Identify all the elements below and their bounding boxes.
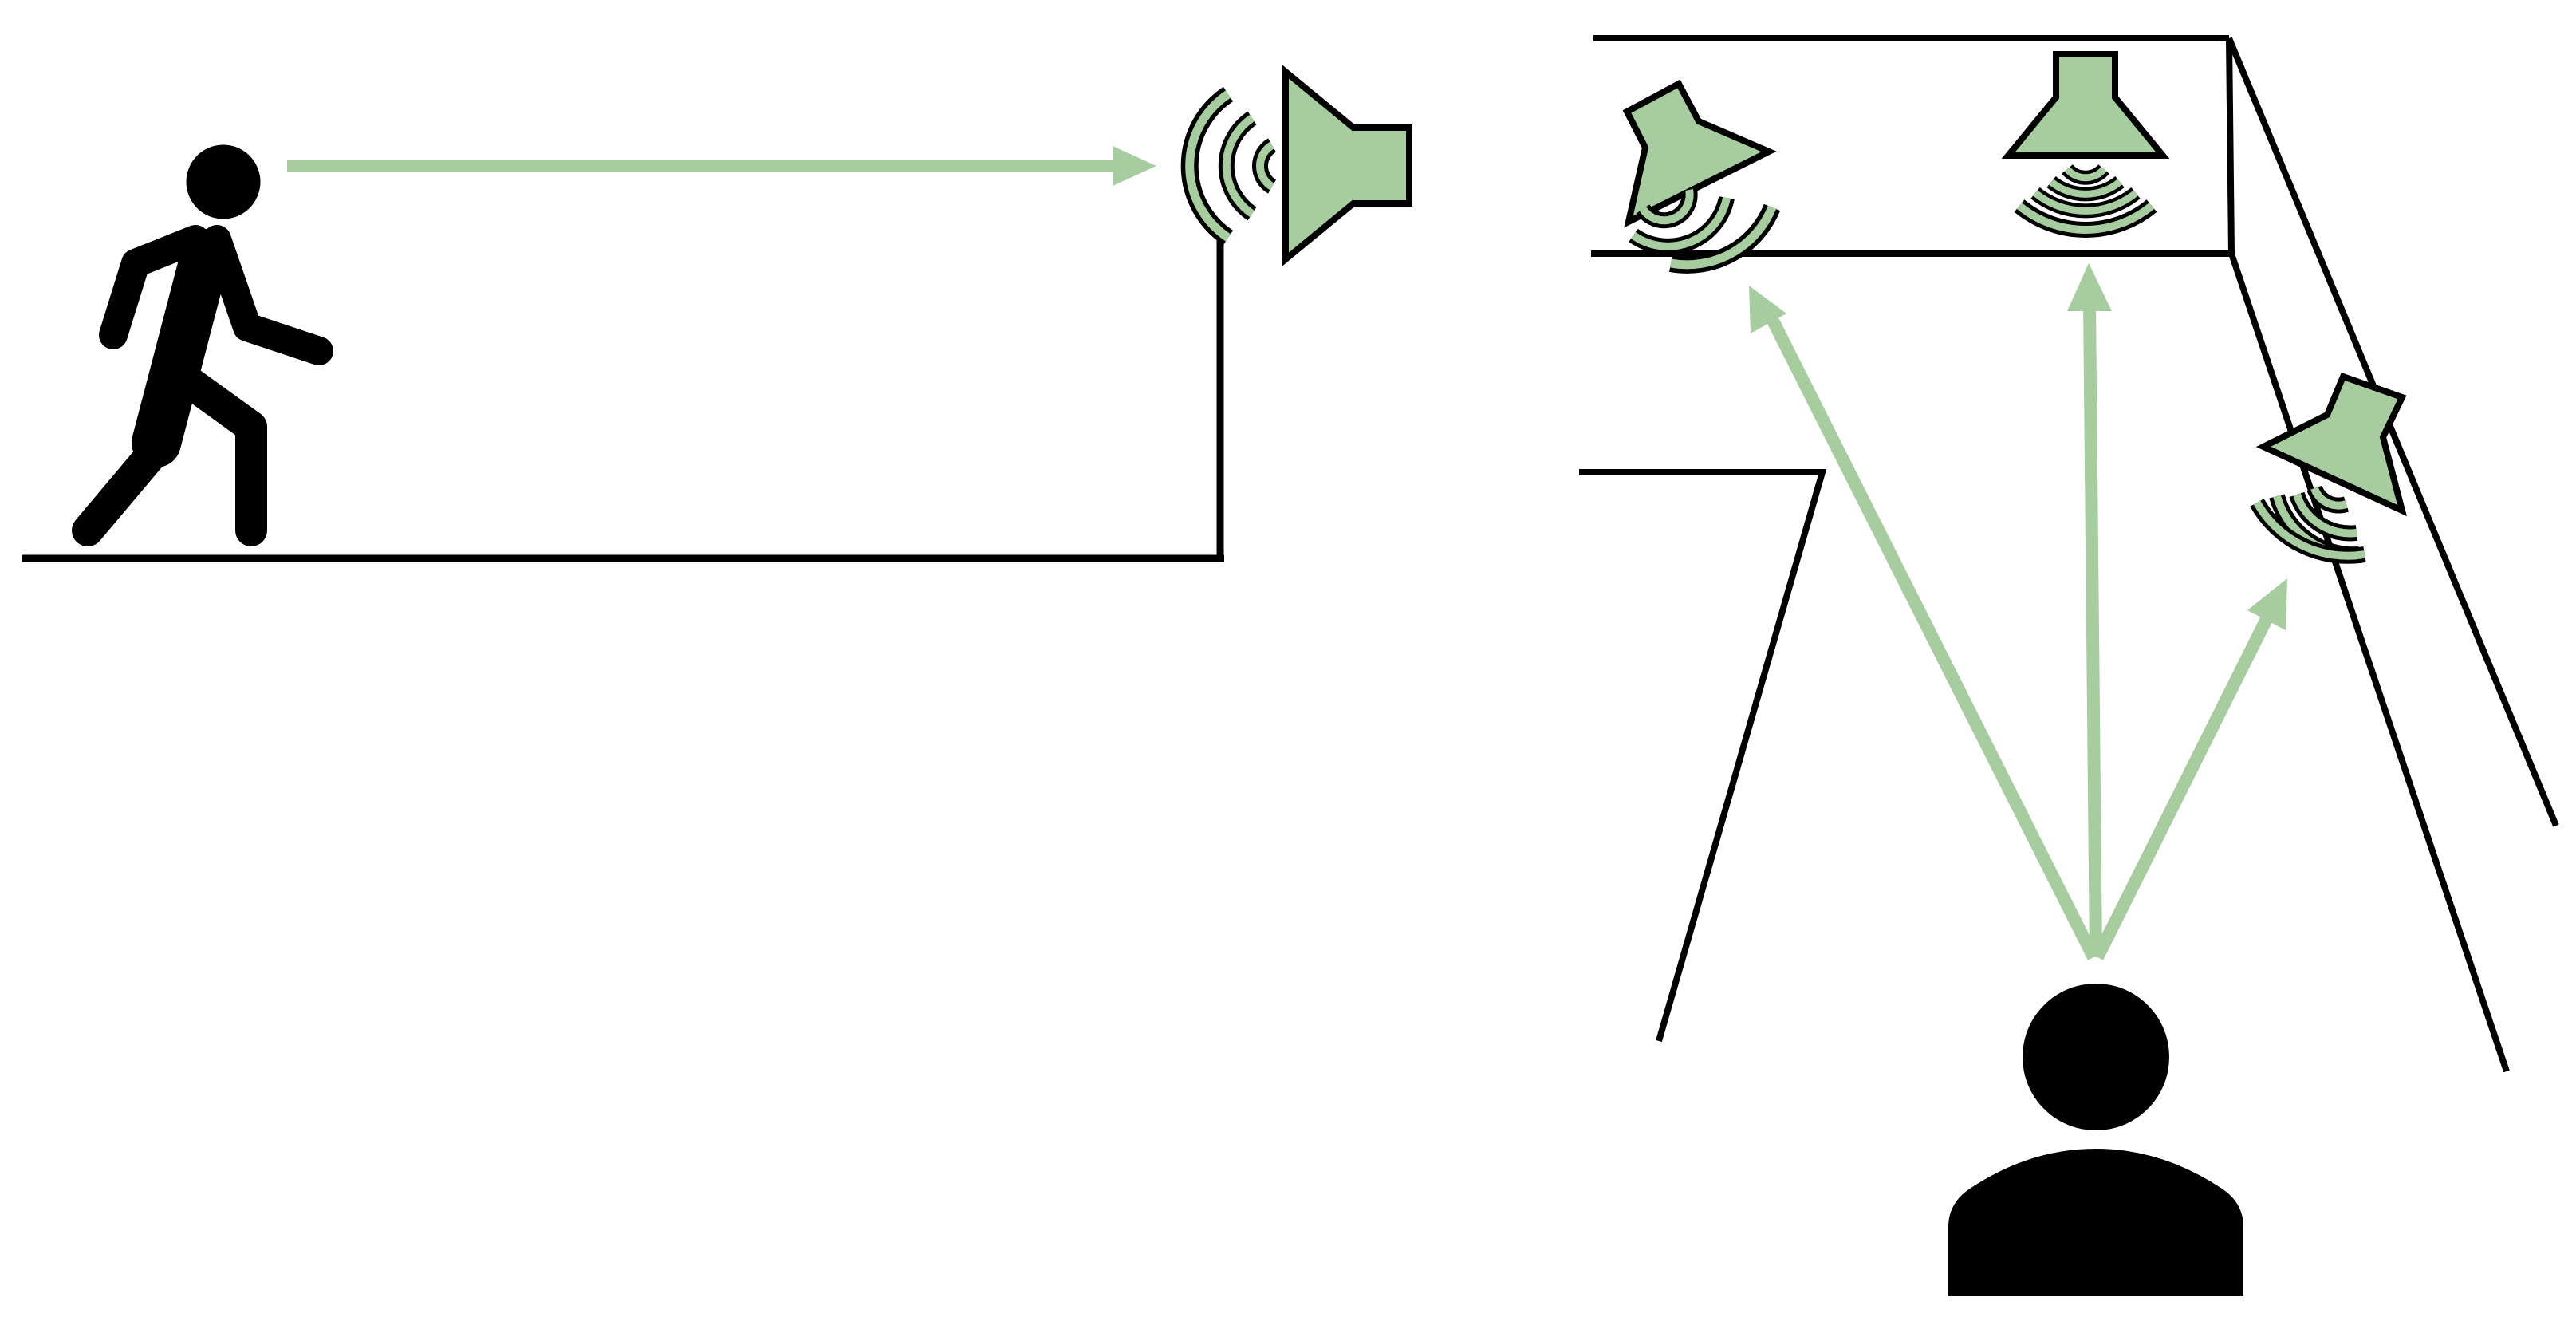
person-to-speaker-arrow [287,146,1156,186]
loudspeaker-icon [1622,79,1777,228]
ceiling-left-speaker [1622,79,1781,274]
right-scene [1579,35,2559,1296]
sound-waves-icon [2250,485,2366,564]
listener-arrows [1749,263,2287,960]
arrow-listener-to-left [1749,286,2100,960]
walking-person-icon [72,144,333,546]
loudspeaker-icon [1282,65,1412,266]
ceiling-center-speaker [2001,51,2170,238]
room-lines [1579,35,2559,1073]
arrow-listener-to-right [2091,578,2287,960]
arrow-listener-to-center [2067,263,2112,958]
sound-waves-icon [1180,86,1277,246]
listener-head-icon [1948,984,2243,1296]
loudspeaker-icon [2255,372,2408,517]
loudspeaker-icon [2001,51,2170,159]
left-scene [22,65,1412,562]
sound-waves-icon [1629,188,1781,274]
wall-right-speaker [2250,372,2408,564]
sound-waves-icon [2014,164,2157,238]
